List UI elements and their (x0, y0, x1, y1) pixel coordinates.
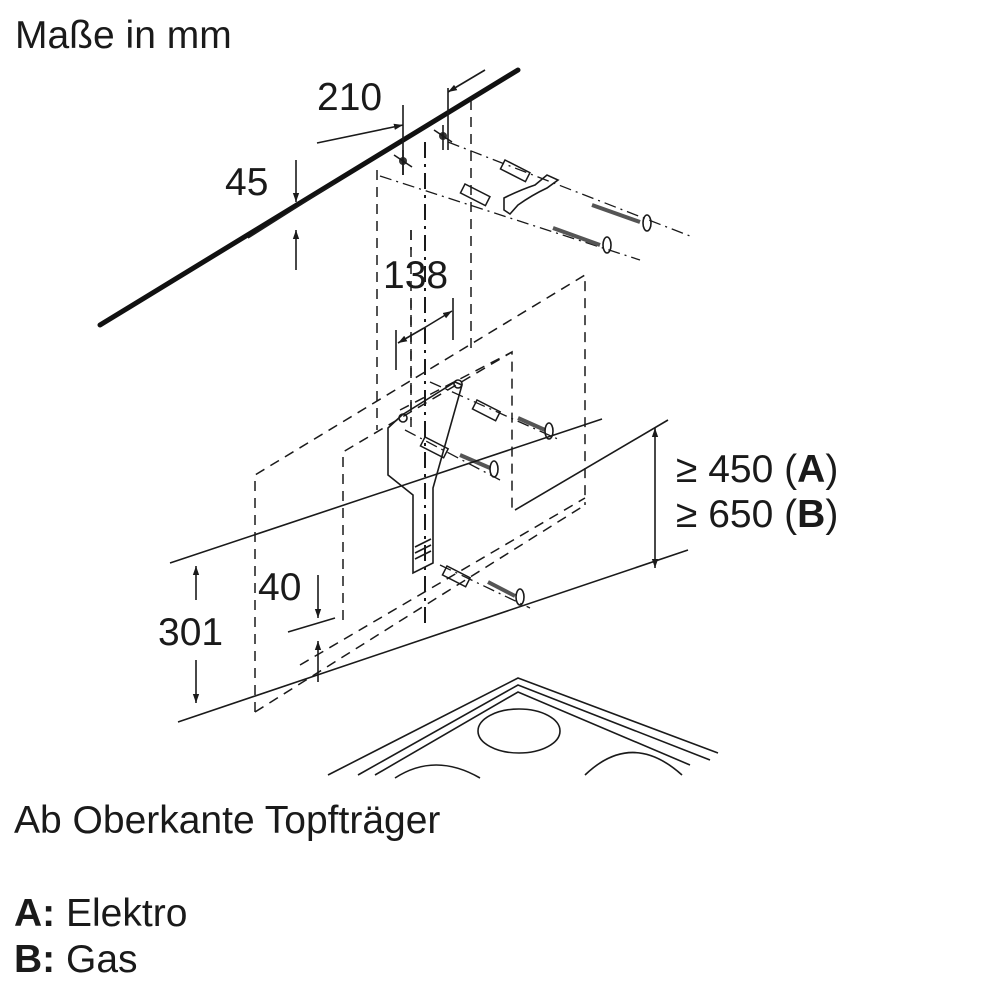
label-138: 138 (383, 254, 448, 297)
label-min-650-gas: ≥ 650 (B) (676, 493, 838, 536)
legend-item-a: A: Elektro (14, 892, 188, 935)
mounting-bracket (387, 379, 463, 575)
label-45: 45 (225, 161, 268, 204)
dimension-138 (395, 298, 454, 370)
hood-outline (254, 273, 586, 713)
label-min-450-electric: ≥ 450 (A) (676, 448, 838, 491)
dimension-45 (247, 160, 336, 270)
dimension-301 (169, 418, 689, 723)
upper-wall-plugs (379, 141, 691, 261)
dimension-40 (287, 575, 336, 682)
cooktop (327, 677, 719, 779)
ceiling-drill-holes (393, 125, 453, 175)
label-40: 40 (258, 566, 301, 609)
page-title: Maße in mm (15, 14, 232, 57)
dimension-min-height (514, 419, 669, 568)
label-210: 210 (317, 76, 382, 119)
ceiling-line (97, 67, 521, 328)
legend-item-b: B: Gas (14, 938, 138, 981)
reference-note: Ab Oberkante Topfträger (14, 799, 441, 842)
label-301: 301 (158, 611, 223, 654)
lower-wall-plugs (404, 381, 561, 609)
